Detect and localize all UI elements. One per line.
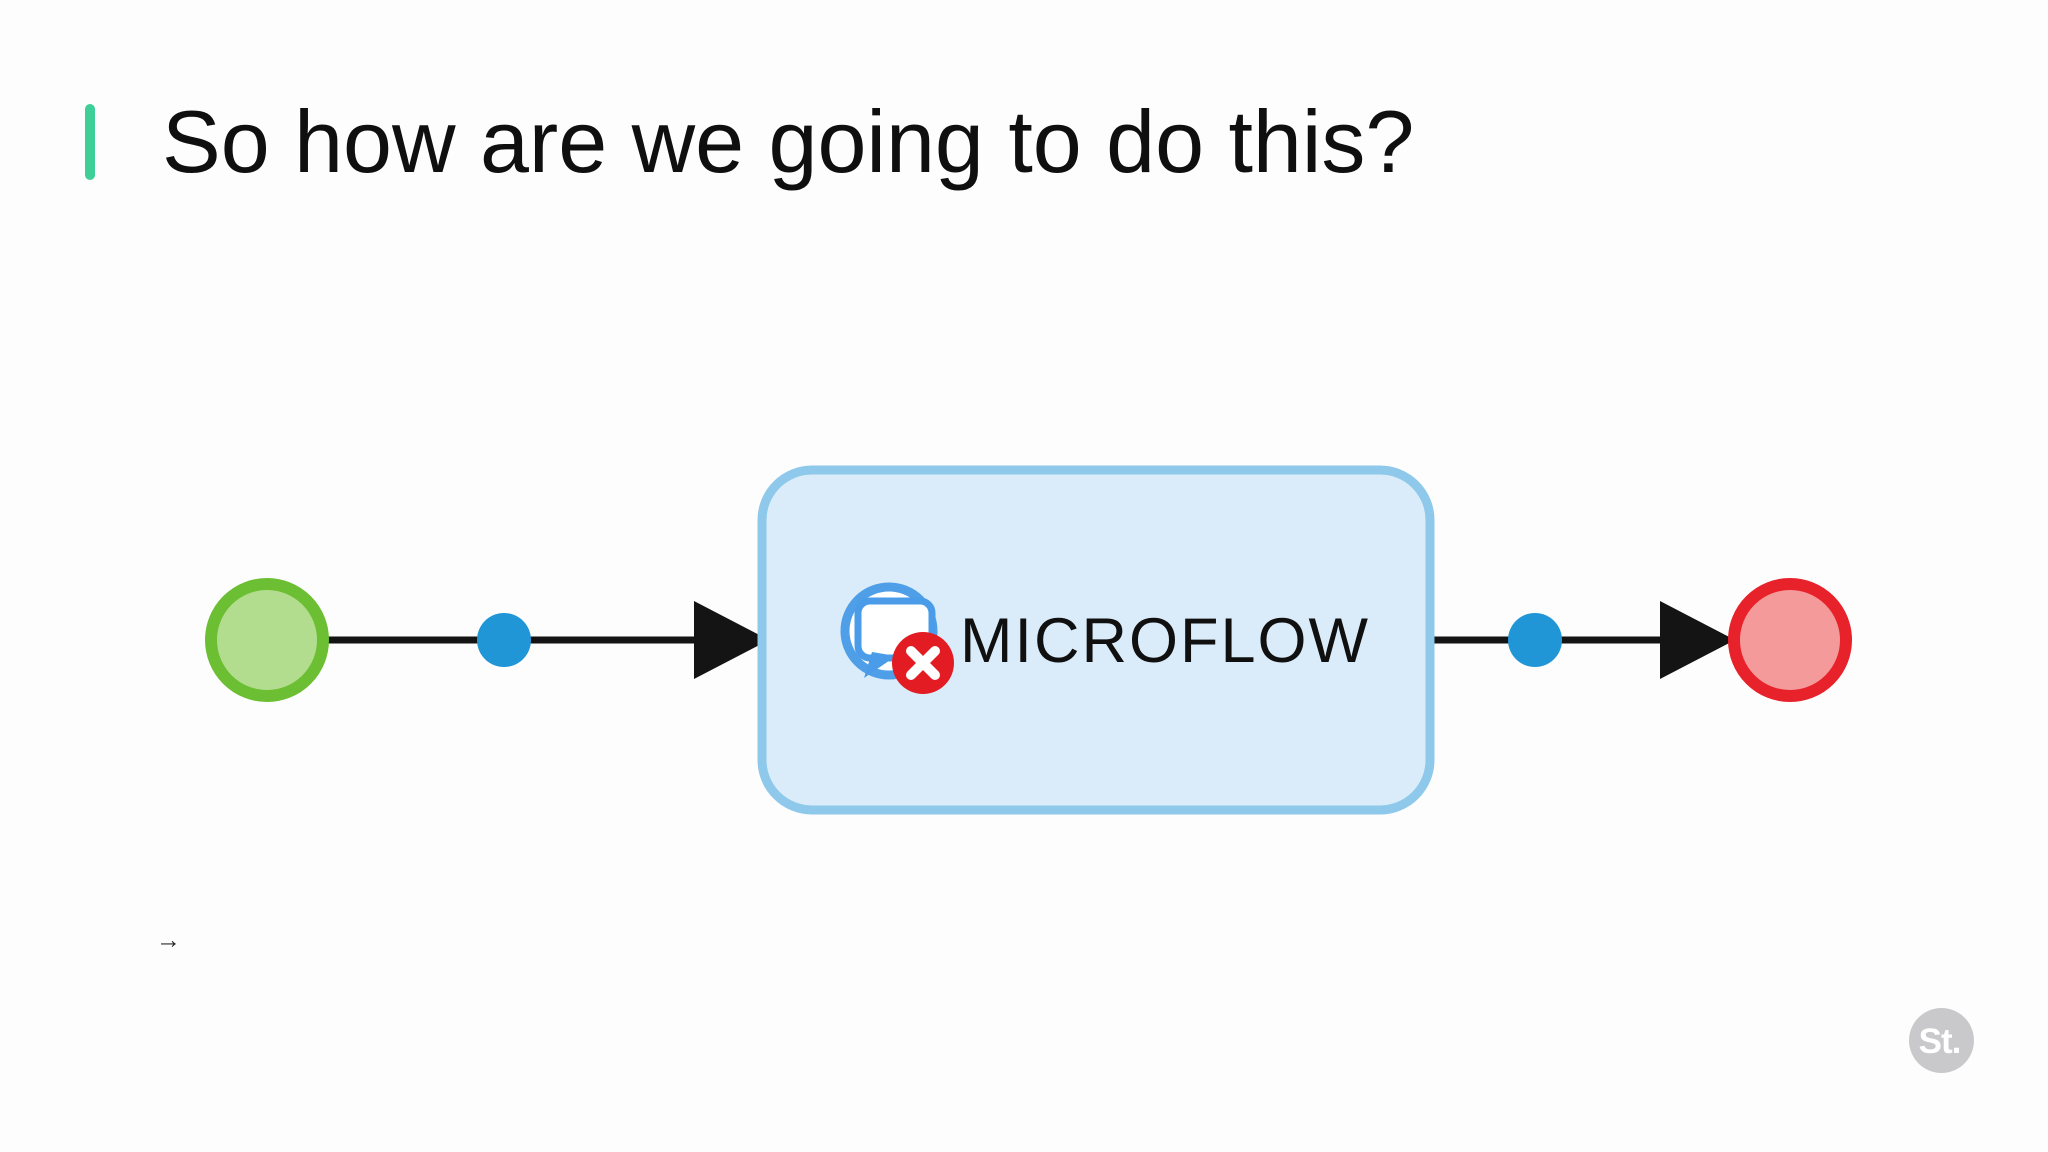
error-badge-x-icon bbox=[906, 646, 940, 680]
icon-bubble-tail bbox=[864, 652, 896, 678]
connector-dot-left bbox=[477, 613, 531, 667]
start-event-circle bbox=[205, 578, 329, 702]
title-row: So how are we going to do this? bbox=[85, 96, 1414, 188]
arrowhead-right-icon bbox=[1660, 601, 1735, 679]
title-accent-bar bbox=[85, 104, 95, 180]
watermark-badge: St. bbox=[1909, 1008, 1974, 1073]
watermark-text: St. bbox=[1918, 1021, 1962, 1061]
arrowhead-left-icon bbox=[694, 601, 769, 679]
end-event-circle bbox=[1728, 578, 1852, 702]
small-arrow-glyph: → bbox=[156, 926, 181, 954]
activity-label: MICROFLOW bbox=[960, 606, 1370, 676]
activity-box bbox=[757, 465, 1435, 815]
message-error-icon bbox=[840, 582, 954, 694]
page-title: So how are we going to do this? bbox=[162, 92, 1415, 191]
connector-dot-right bbox=[1508, 613, 1562, 667]
